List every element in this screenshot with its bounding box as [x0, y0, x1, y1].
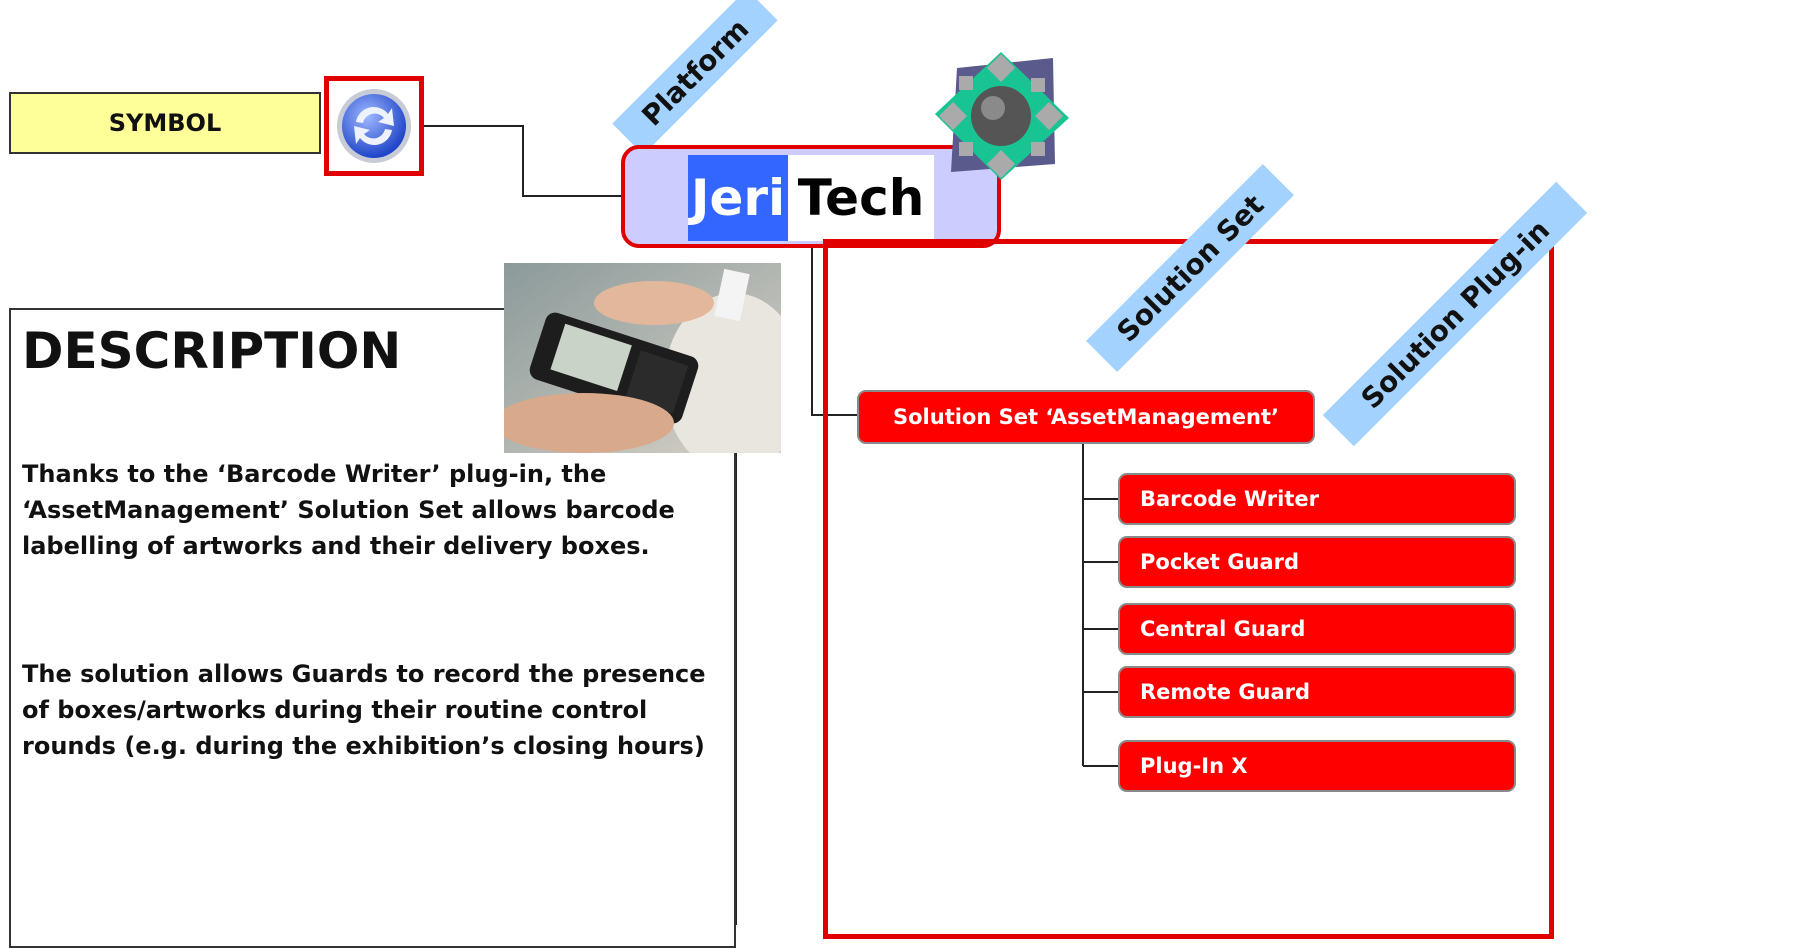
plugin-node-pocket-guard: Pocket Guard	[1118, 536, 1516, 588]
symbol-label: SYMBOL	[108, 109, 222, 137]
plugin-node-barcode-writer: Barcode Writer	[1118, 473, 1516, 525]
description-paragraph: The solution allows Guards to record the…	[22, 660, 706, 760]
solution-set-label: Solution Set ‘AssetManagement’	[893, 405, 1279, 429]
logo-jeri: Jeri	[688, 155, 788, 241]
platform-gear-icon	[935, 52, 1069, 180]
plugin-node-central-guard: Central Guard	[1118, 603, 1516, 655]
plugin-node-plug-in-x: Plug-In X	[1118, 740, 1516, 792]
description-paragraph: Thanks to the ‘Barcode Writer’ plug-in, …	[22, 460, 675, 560]
description-title: DESCRIPTION	[22, 322, 402, 380]
plugin-label: Plug-In X	[1140, 754, 1248, 778]
plugin-label: Pocket Guard	[1140, 550, 1300, 574]
plugin-label: Central Guard	[1140, 617, 1306, 641]
plugin-node-remote-guard: Remote Guard	[1118, 666, 1516, 718]
plugin-label: Barcode Writer	[1140, 487, 1319, 511]
symbol-label-box: SYMBOL	[9, 92, 321, 154]
symbol-icon-frame	[324, 76, 424, 176]
logo-tech: Tech	[797, 169, 925, 227]
symbol-to-platform-line	[424, 125, 621, 197]
handheld-scanner-photo	[504, 263, 781, 453]
plugin-label: Remote Guard	[1140, 680, 1311, 704]
platform-to-solution-set-line	[811, 248, 857, 416]
solution-set-node: Solution Set ‘AssetManagement’	[857, 390, 1315, 444]
sync-arrows-icon	[337, 89, 411, 163]
